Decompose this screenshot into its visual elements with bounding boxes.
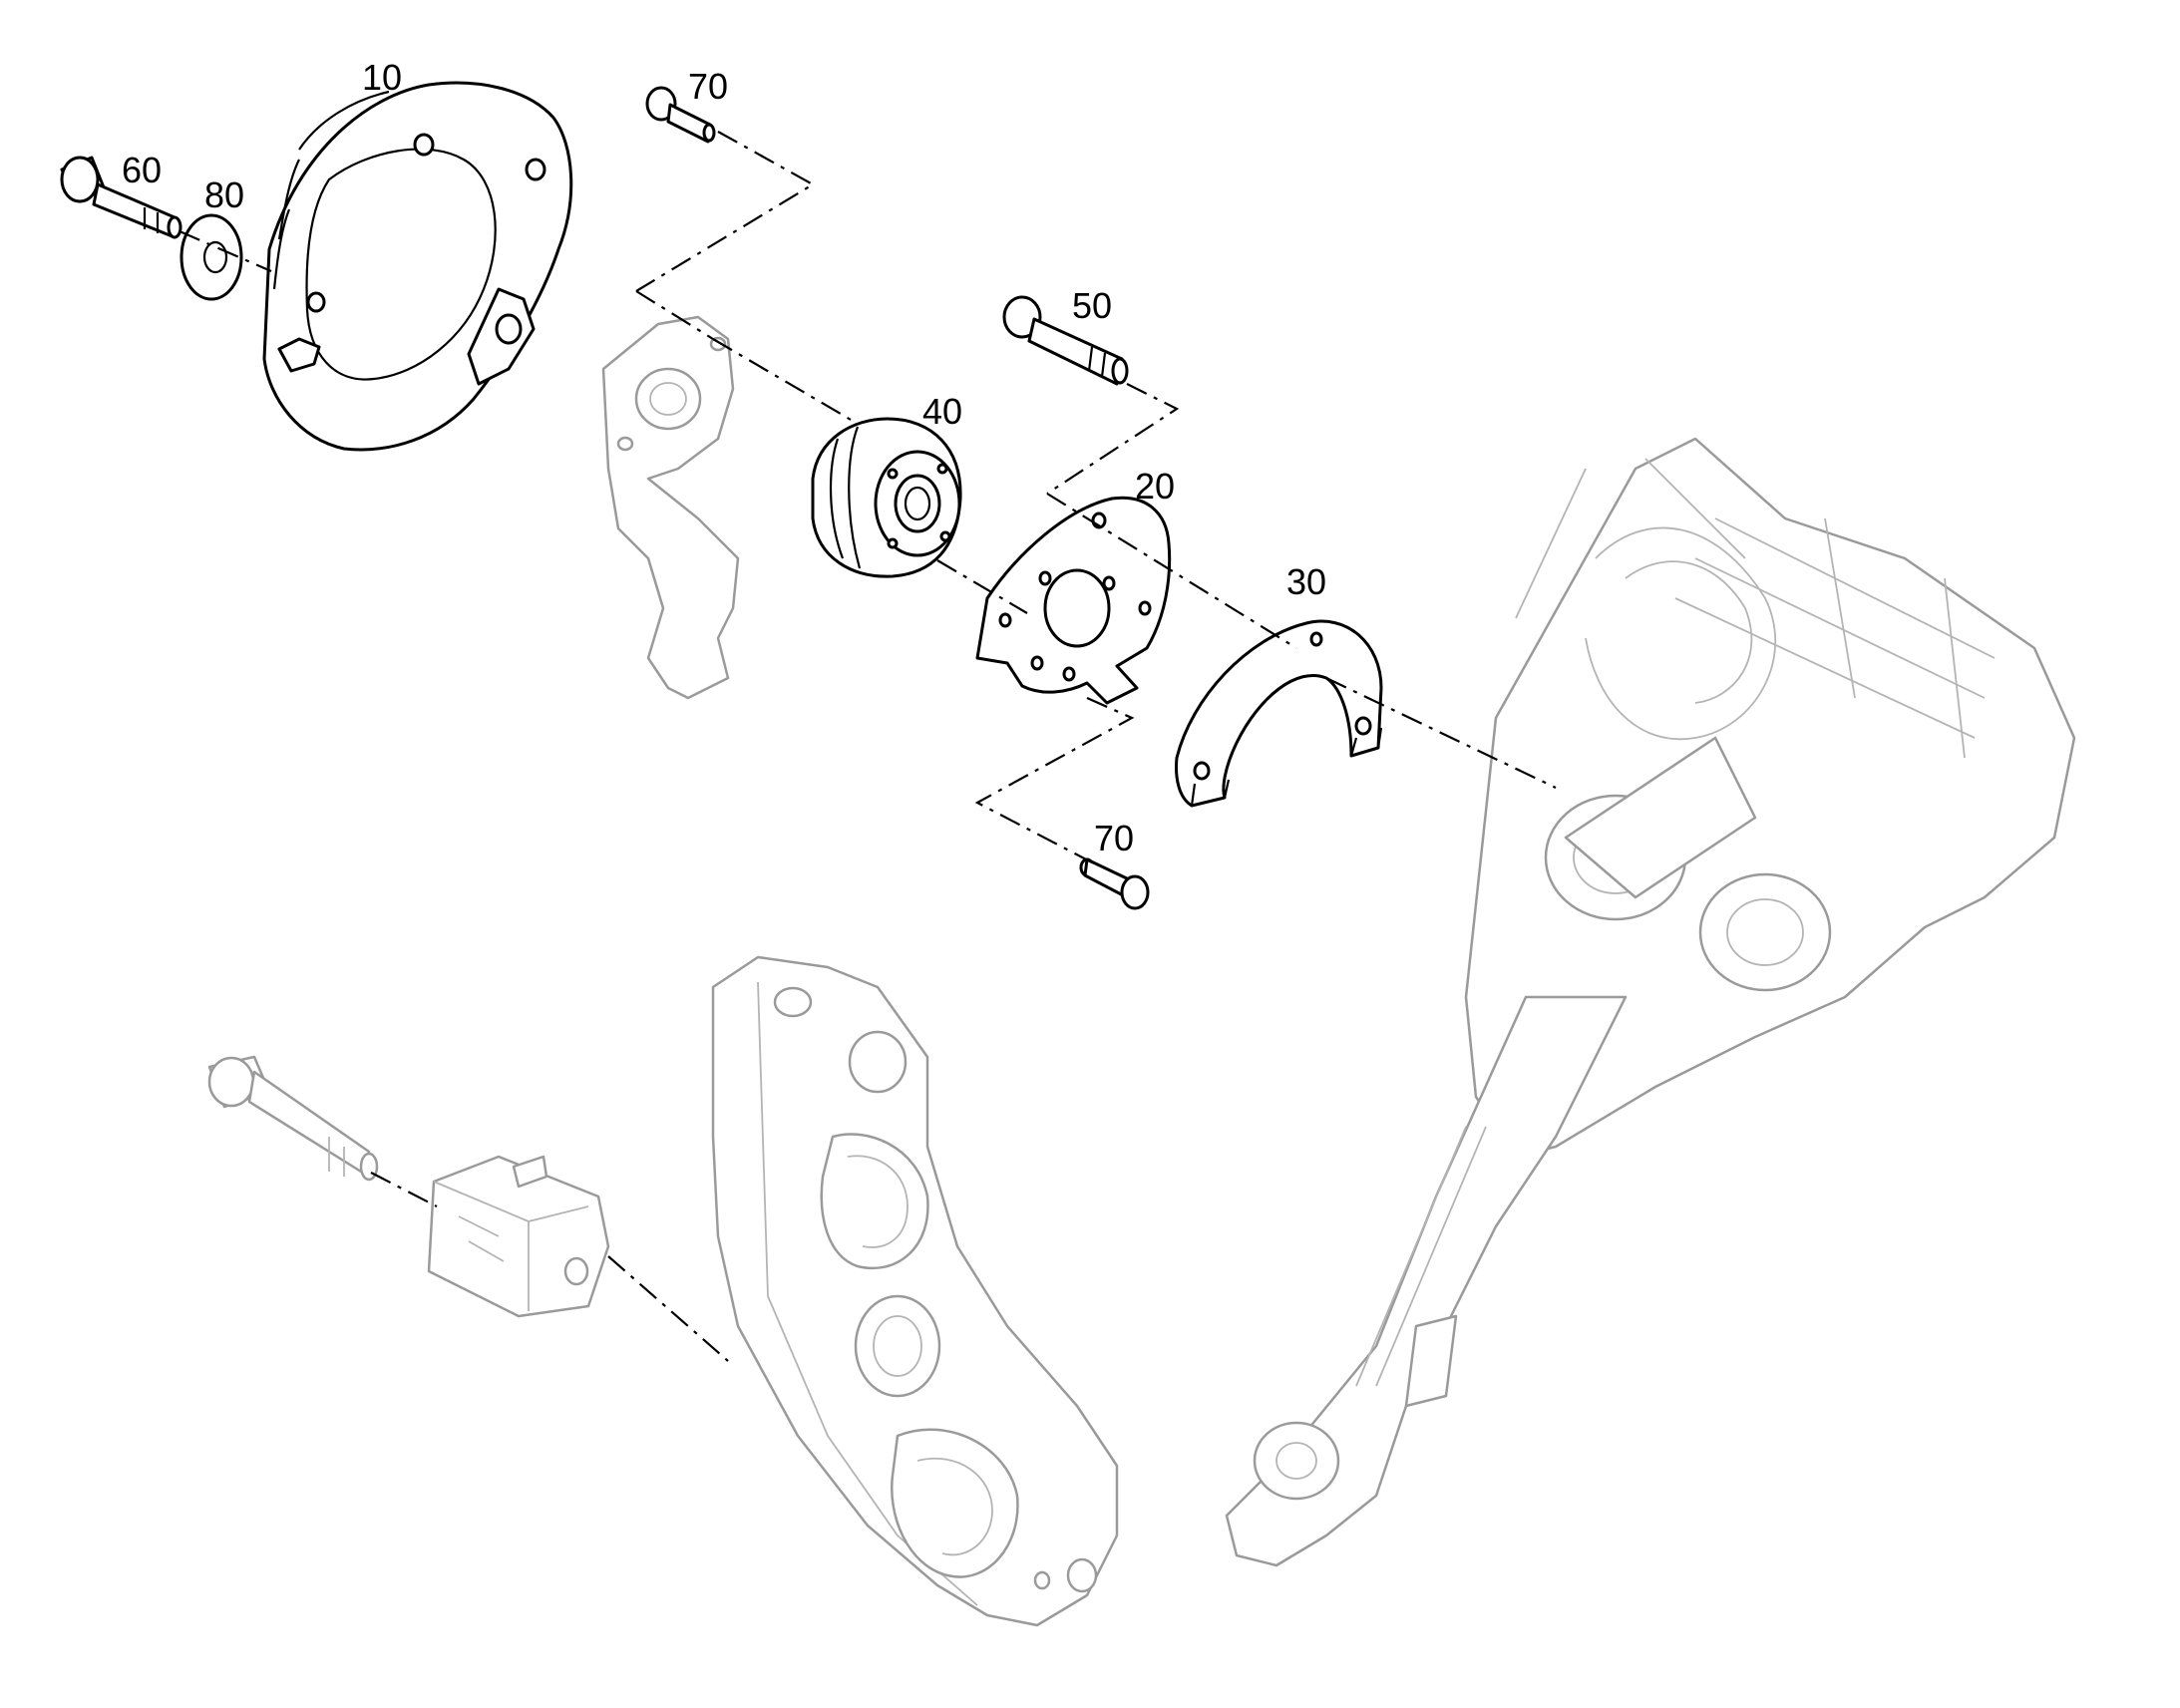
part-50-bolt: [1002, 295, 1129, 386]
lift-arm-assembly: [1225, 437, 2076, 1567]
part-80-washer: [180, 213, 243, 301]
part-70-small-bolt-bottom: [1079, 857, 1150, 910]
slide-block: [427, 1155, 610, 1318]
callout-labels: 10 60 80 70 50 40 20 30 70: [122, 57, 1326, 858]
callout-10: 10: [362, 57, 402, 98]
connecting-lever: [711, 955, 1119, 1627]
part-40-bearing: [811, 417, 962, 578]
callout-80: 80: [204, 174, 244, 215]
callout-20: 20: [1135, 466, 1175, 507]
callout-60: 60: [122, 150, 162, 190]
lower-bolt: [207, 1055, 379, 1182]
part-60-bolt: [60, 156, 182, 239]
callout-40: 40: [922, 391, 962, 432]
part-20-plate: [975, 496, 1172, 705]
part-10-bearing-ring: [262, 81, 573, 452]
callout-70-bottom: 70: [1094, 818, 1134, 858]
callout-50: 50: [1072, 285, 1112, 326]
callout-30: 30: [1286, 561, 1326, 602]
part-70-small-bolt-top: [645, 86, 716, 144]
bracket-plate: [601, 315, 740, 700]
assembly-leader-lines: [179, 131, 1557, 1362]
callout-70-top: 70: [688, 66, 728, 107]
part-30-half-ring: [1175, 619, 1383, 808]
